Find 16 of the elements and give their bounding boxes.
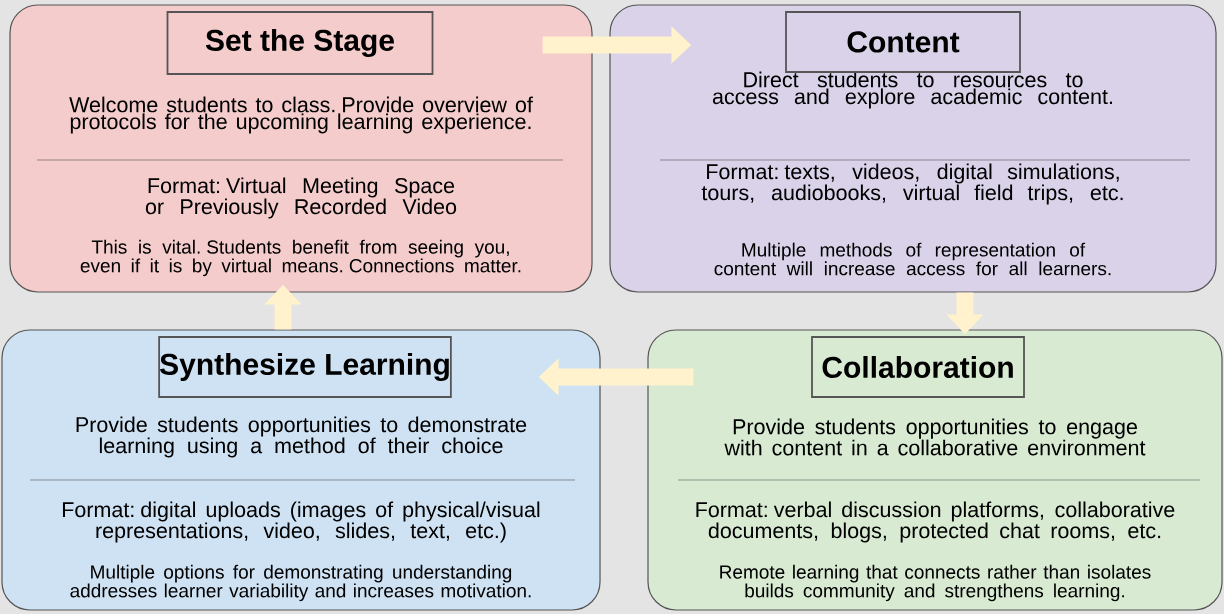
intro-text: Welcome students to class. Provide overview of protocols for the upcoming learning experience. bbox=[69, 96, 533, 134]
title-box: Synthesize Learning bbox=[158, 336, 452, 398]
note-text: Multiple options for demonstrating understanding addresses learner variability and increases motivation. bbox=[70, 564, 531, 602]
format-text: Format: Virtual Meeting Space or Previously Recorded Video bbox=[145, 177, 457, 219]
format-text: Format: verbal discussion platforms, collaborative documents, blogs, protected chat rooms, etc. bbox=[696, 501, 1175, 543]
format-text: Format: digital uploads (images of physical/visual representations, video, slides, text, etc.) bbox=[63, 501, 540, 543]
intro-text: Provide students opportunities to demonstrate learning using a method of their choice bbox=[76, 416, 527, 458]
title-box: Content bbox=[785, 11, 1021, 73]
intro-text: Direct students to resources to access and explore academic content. bbox=[712, 71, 1112, 109]
format-text: Format: texts, videos, digital simulations, tours, audiobooks, virtual field trips, etc. bbox=[701, 163, 1123, 205]
title-box: Set the Stage bbox=[166, 11, 434, 75]
title-box: Collaboration bbox=[811, 336, 1025, 398]
note-text: Multiple methods of representation of content will increase access for all learners. bbox=[714, 242, 1111, 276]
note-text: Remote learning that connects rather than isolates builds community and strengthens learning. bbox=[720, 564, 1151, 602]
intro-text: Provide students opportunities to engage with content in a collaborative environment bbox=[724, 418, 1146, 456]
note-text: This is vital. Students benefit from seeing you, even if it is by virtual means. Connections matter. bbox=[80, 239, 521, 277]
